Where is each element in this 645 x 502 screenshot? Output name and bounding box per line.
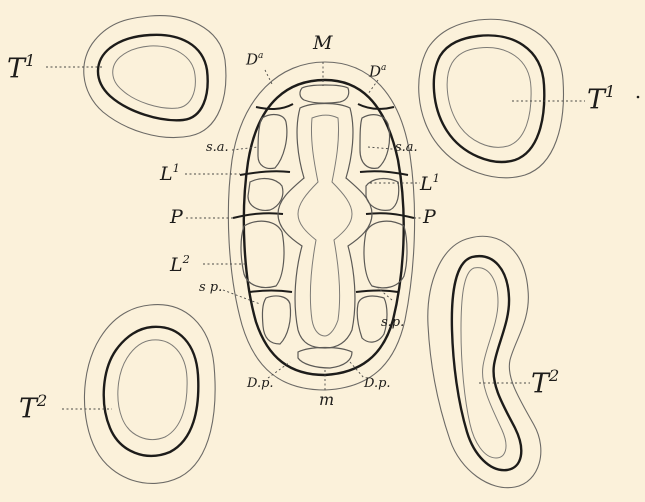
label-L2: L2 bbox=[170, 254, 190, 275]
inner-cavity bbox=[113, 46, 196, 108]
label-T1-right: T1 bbox=[587, 84, 615, 113]
inner-lumen-line bbox=[298, 115, 352, 336]
label-Da-left: Da bbox=[246, 52, 263, 67]
chamber-left-lower bbox=[262, 296, 290, 344]
label-P-left: P bbox=[170, 208, 183, 227]
inner-cavity bbox=[118, 340, 187, 440]
mouth-chamber-top bbox=[300, 85, 349, 103]
label-sp-left: s p. bbox=[199, 281, 222, 294]
inner-cavity bbox=[447, 48, 531, 148]
septum-left-p bbox=[233, 213, 283, 218]
label-M: M bbox=[313, 34, 332, 53]
septum-left-posterior bbox=[250, 291, 292, 293]
label-Da-right: Da bbox=[369, 64, 386, 79]
label-sa-left: s.a. bbox=[206, 141, 229, 154]
tentacle-section-t2-right bbox=[428, 236, 541, 487]
leader-lines bbox=[46, 62, 585, 409]
outer-layer bbox=[419, 19, 564, 177]
stray-dot bbox=[637, 96, 640, 99]
tentacle-section-t2-left bbox=[84, 305, 215, 484]
central-lumen bbox=[278, 104, 372, 349]
label-L1-left: L1 bbox=[160, 163, 180, 184]
label-sa-right: s.a. bbox=[395, 141, 418, 154]
body-wall bbox=[98, 35, 208, 120]
outer-layer bbox=[428, 236, 541, 487]
inner-cavity bbox=[461, 268, 506, 458]
tentacle-section-t1-left bbox=[84, 16, 226, 138]
label-P-right: P bbox=[423, 208, 436, 227]
label-L1-right: L1 bbox=[420, 173, 440, 194]
chamber-left-1 bbox=[258, 115, 287, 169]
label-sp-right: s.p. bbox=[381, 316, 404, 329]
label-m: m bbox=[319, 392, 334, 408]
label-T2-left: T2 bbox=[19, 393, 47, 422]
tentacle-section-t1-right bbox=[419, 19, 564, 177]
body-wall bbox=[244, 80, 404, 375]
mouth-chamber-bottom bbox=[298, 348, 352, 369]
label-T2-right: T2 bbox=[531, 368, 559, 397]
label-T1-left: T1 bbox=[7, 53, 35, 82]
chamber-left-L1 bbox=[248, 179, 283, 211]
body-wall bbox=[434, 35, 544, 161]
label-Dp-right: D.p. bbox=[364, 377, 391, 390]
outer-layer bbox=[228, 62, 414, 390]
septum-right-posterior bbox=[356, 291, 398, 293]
septum-right-p bbox=[366, 213, 414, 218]
central-body-section bbox=[228, 62, 414, 390]
septum-left-upper bbox=[256, 104, 293, 109]
label-Dp-left: D.p. bbox=[247, 377, 274, 390]
